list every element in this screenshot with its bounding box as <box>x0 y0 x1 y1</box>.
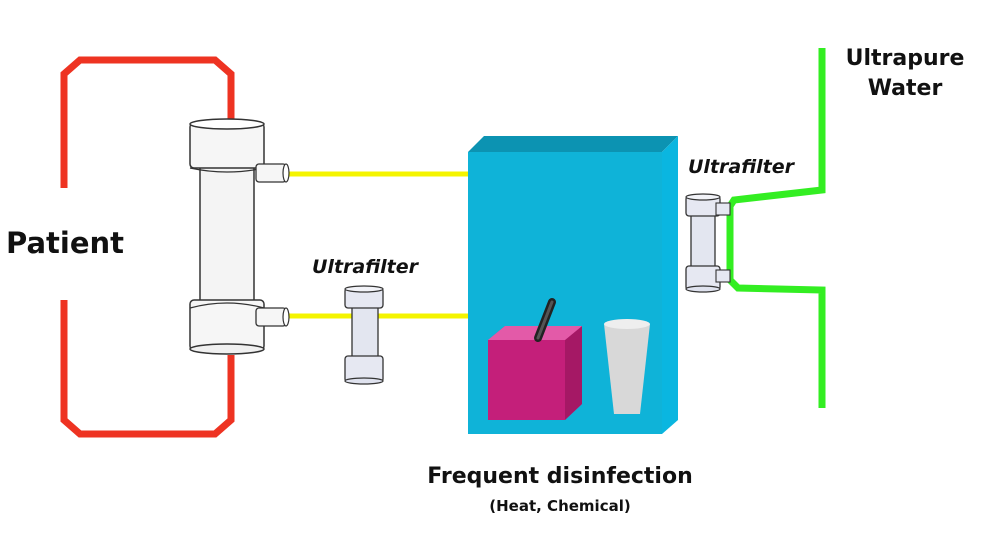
cup-icon <box>604 319 650 414</box>
ultrafilter-left-label: Ultrafilter <box>312 256 419 278</box>
disinfection-subtitle: (Heat, Chemical) <box>489 497 631 515</box>
ultrapure-water-line <box>726 48 826 408</box>
chemical-box-icon <box>488 298 582 420</box>
patient-blood-loop-upper <box>60 56 235 188</box>
ultrapure-water-line2: Water <box>867 76 943 101</box>
ultrapure-water-label: Ultrapure Water <box>830 44 980 104</box>
disinfection-title: Frequent disinfection <box>427 464 693 489</box>
ultrafilter-right-label: Ultrafilter <box>688 156 795 178</box>
ultrapure-water-line1: Ultrapure <box>845 46 965 71</box>
patient-blood-loop-lower <box>60 300 235 438</box>
dialyzer-icon <box>189 118 290 355</box>
patient-label: Patient <box>6 226 125 260</box>
ultrafilter-left-icon <box>344 285 384 385</box>
ultrafilter-right-icon <box>685 193 731 293</box>
